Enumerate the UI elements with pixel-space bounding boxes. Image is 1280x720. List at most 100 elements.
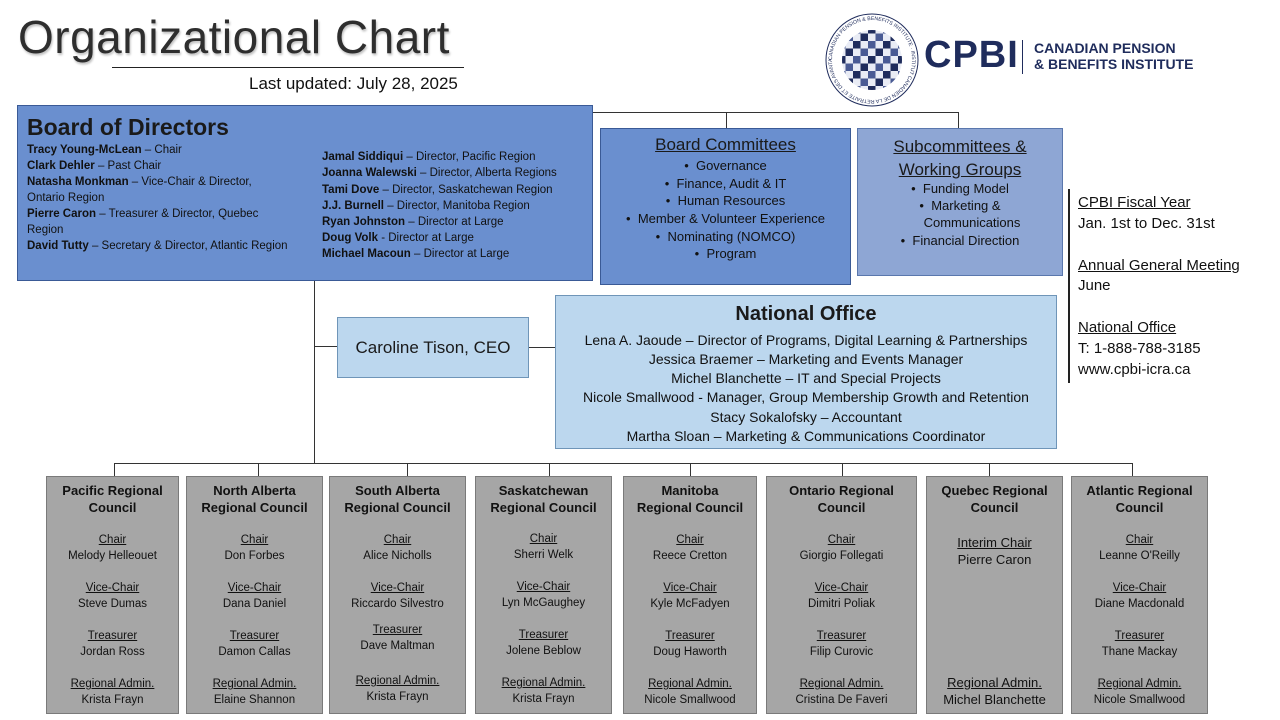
- council-member: Diane Macdonald: [1094, 598, 1185, 610]
- board-member: Tracy Young-McLean – Chair: [27, 144, 182, 156]
- board-member: Michael Macoun – Director at Large: [322, 248, 510, 260]
- staff-member: Stacy Sokalofsky – Accountant: [710, 409, 902, 425]
- subcommittees-box: Subcommittees & Working Groups • Funding…: [857, 128, 1063, 276]
- council-member: Dave Maltman: [360, 640, 435, 652]
- board-member: Doug Volk - Director at Large: [322, 232, 474, 244]
- council-member: Filip Curovic: [809, 646, 874, 658]
- board-member: David Tutty – Secretary & Director, Atla…: [27, 240, 288, 252]
- seal-check: [868, 30, 876, 34]
- seal-check: [890, 63, 898, 71]
- board-member: Tami Dove – Director, Saskatchewan Regio…: [322, 184, 553, 196]
- seal-check: [875, 63, 883, 71]
- fiscal-year-value: Jan. 1st to Dec. 31st: [1078, 215, 1215, 232]
- seal-check: [875, 33, 883, 41]
- committees-title: Board Committees: [655, 135, 796, 154]
- committee-item: • Program: [694, 246, 757, 261]
- connector: [593, 112, 959, 113]
- connector: [407, 463, 408, 476]
- agm-value: June: [1078, 277, 1111, 294]
- council-role: Vice-Chair: [516, 581, 571, 593]
- staff-member: Jessica Braemer – Marketing and Events M…: [648, 351, 964, 367]
- last-updated: Last updated: July 28, 2025: [249, 74, 458, 93]
- staff-member: Nicole Smallwood - Manager, Group Member…: [583, 389, 1029, 405]
- seal-check: [860, 78, 868, 86]
- fiscal-year-heading: CPBI Fiscal Year: [1078, 194, 1191, 211]
- council-role: Regional Admin.: [501, 677, 586, 689]
- connector: [842, 463, 843, 476]
- council-member: Cristina De Faveri: [795, 694, 888, 706]
- title-underline: [112, 67, 464, 68]
- seal-check: [860, 33, 868, 41]
- council-member: Krista Frayn: [366, 691, 429, 703]
- board-member: Ryan Johnston – Director at Large: [322, 216, 504, 228]
- ceo-box: Caroline Tison, CEO: [337, 317, 529, 378]
- staff-member: Lena A. Jaoude – Director of Programs, D…: [584, 332, 1028, 348]
- council-member: Dimitri Poliak: [807, 598, 876, 610]
- seal-check: [860, 48, 868, 56]
- council-role: Treasurer: [816, 630, 867, 642]
- council-role: Vice-Chair: [1112, 582, 1167, 594]
- council-role: Regional Admin.: [648, 678, 732, 690]
- council-member: Nicole Smallwood: [644, 694, 736, 706]
- connector: [114, 463, 1133, 464]
- council-member: Alice Nicholls: [363, 550, 432, 562]
- board-title: Board of Directors: [27, 114, 229, 140]
- logo-institute-name: CANADIAN PENSION & BENEFITS INSTITUTE: [1034, 40, 1193, 72]
- council-member: Jordan Ross: [80, 646, 145, 658]
- national-office-phone: T: 1-888-788-3185: [1078, 340, 1201, 357]
- seal-check: [860, 63, 868, 71]
- connector: [958, 112, 959, 128]
- council-member: Don Forbes: [224, 550, 285, 562]
- seal-check: [875, 48, 883, 56]
- seal-check: [875, 78, 883, 86]
- seal-check: [845, 48, 853, 56]
- seal-check: [883, 71, 891, 79]
- logo-name-line2: & BENEFITS INSTITUTE: [1034, 56, 1194, 72]
- logo-name-line1: CANADIAN PENSION: [1034, 40, 1176, 56]
- seal-check: [845, 63, 853, 71]
- council-role: Chair: [827, 534, 856, 546]
- council-member: Giorgio Follegati: [799, 550, 884, 562]
- council-role: Vice-Chair: [370, 582, 425, 594]
- staff-member: Martha Sloan – Marketing & Communication…: [626, 428, 986, 444]
- subcommittee-item: • Marketing &: [919, 198, 1001, 213]
- national-office-heading: National Office: [1078, 319, 1177, 336]
- board-member: Jamal Siddiqui – Director, Pacific Regio…: [322, 151, 536, 163]
- council-member: Leanne O'Reilly: [1099, 550, 1180, 562]
- council-role: Chair: [529, 533, 558, 545]
- connector: [1132, 463, 1133, 476]
- connector: [529, 347, 555, 348]
- council-member: Elaine Shannon: [213, 694, 296, 706]
- seal-check: [898, 56, 902, 64]
- council-member: Michel Blanchette: [943, 692, 1046, 707]
- council-member: Steve Dumas: [77, 598, 148, 610]
- council-role: Vice-Chair: [814, 582, 869, 594]
- national-office-box: National Office Lena A. Jaoude – Directo…: [555, 295, 1057, 449]
- seal-check: [868, 56, 876, 64]
- council-role: Vice-Chair: [227, 582, 282, 594]
- council-role: Regional Admin.: [355, 675, 440, 687]
- board-member: Pierre Caron – Treasurer & Director, Que…: [27, 208, 259, 236]
- board-member: Natasha Monkman – Vice-Chair & Director,…: [27, 176, 252, 204]
- logo-divider: [1022, 40, 1023, 74]
- agm-heading: Annual General Meeting: [1078, 257, 1240, 274]
- council-member: Damon Callas: [218, 646, 291, 658]
- seal-check: [853, 71, 861, 79]
- council-role: Treasurer: [87, 630, 138, 642]
- council-member: Pierre Caron: [957, 552, 1032, 567]
- connector: [114, 463, 115, 476]
- council-role: Treasurer: [518, 629, 569, 641]
- national-office-website[interactable]: www.cpbi-icra.ca: [1078, 361, 1191, 378]
- national-office-title: National Office: [735, 303, 877, 325]
- committee-item: • Nominating (NOMCO): [655, 229, 796, 244]
- committee-item: • Finance, Audit & IT: [664, 176, 787, 191]
- connector: [549, 463, 550, 476]
- council-role: Regional Admin.: [1097, 678, 1182, 690]
